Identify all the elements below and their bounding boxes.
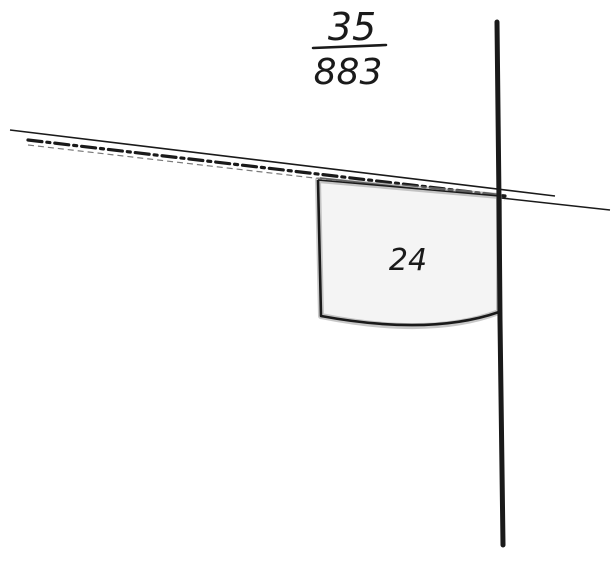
fraction-bar [311, 43, 388, 50]
road-band [9, 129, 611, 211]
parcel-boundary [316, 179, 500, 327]
parcel-reference-denominator: 883 [314, 52, 383, 93]
parcel-label: 24 [389, 243, 427, 278]
road-upper-edge [9, 129, 556, 197]
vertical-boundary-line [494, 19, 506, 548]
parcel-24: 24 [315, 177, 502, 330]
parcel-reference-numerator: 35 [328, 5, 376, 49]
parcel-top-boundary [317, 179, 500, 197]
parcel-fill [318, 180, 499, 327]
parcel-reference: 35 883 [311, 5, 388, 93]
